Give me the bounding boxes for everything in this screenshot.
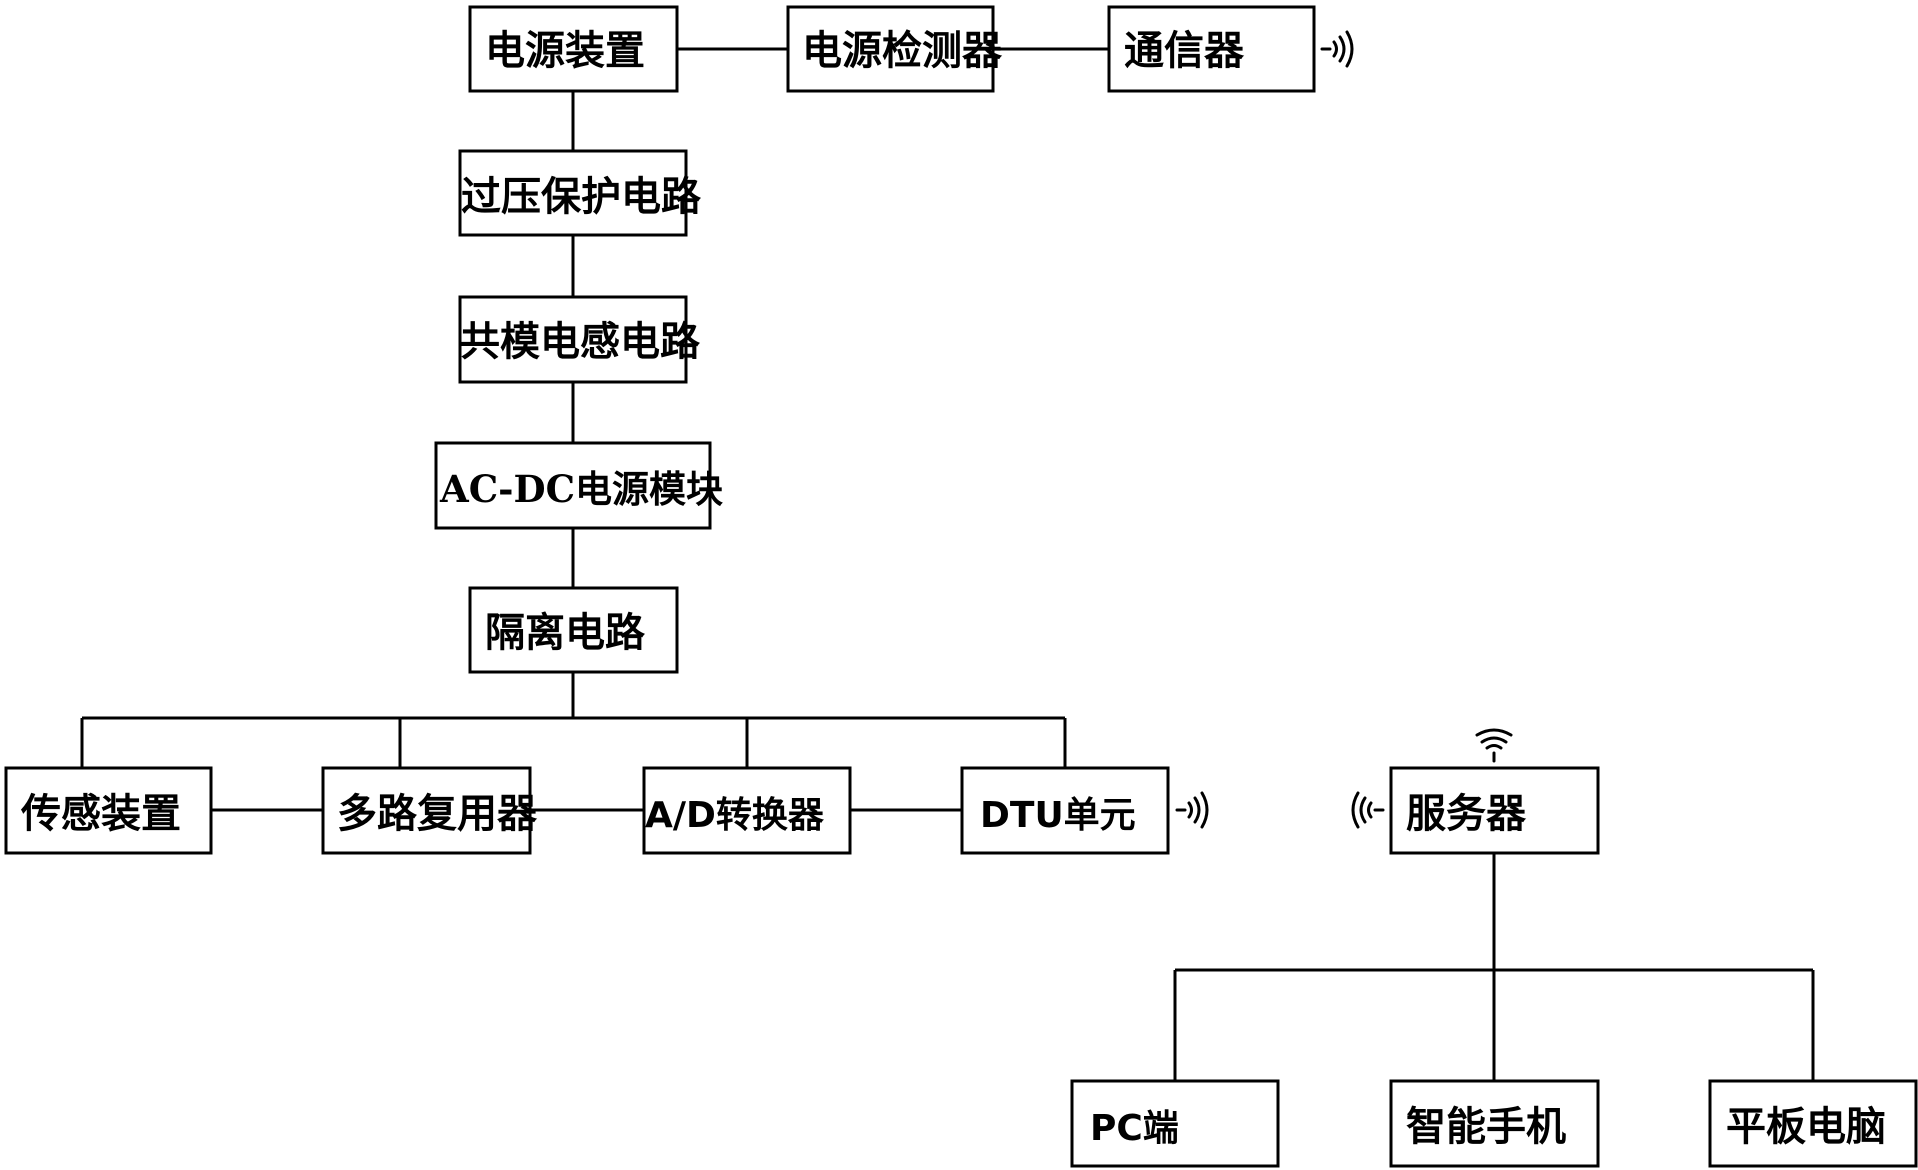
box-smartphone-frame bbox=[1389, 1079, 1600, 1168]
box-communicator: 通信器 bbox=[1107, 5, 1316, 93]
connectors bbox=[80, 47, 1815, 1081]
box-power-detector-label: 电源检测器 bbox=[802, 28, 1003, 74]
box-multiplexer-label: 多路复用器 bbox=[337, 791, 538, 837]
wireless-signal-communicator-icon bbox=[1320, 30, 1354, 68]
box-common-mode-circuit: 共模电感电路 bbox=[458, 295, 701, 384]
box-power-device-label: 电源装置 bbox=[485, 28, 645, 74]
box-ad-converter-frame bbox=[642, 766, 852, 855]
box-power-device: 电源装置 bbox=[468, 5, 679, 93]
box-common-mode-circuit-frame bbox=[458, 295, 688, 384]
box-multiplexer: 多路复用器 bbox=[321, 766, 538, 855]
box-dtu-unit: DTU单元 bbox=[960, 766, 1170, 855]
box-isolation-circuit-frame bbox=[468, 586, 679, 674]
box-pc: PC端 bbox=[1070, 1079, 1280, 1168]
wireless-signal-dtu-icon bbox=[1175, 791, 1209, 829]
box-server: 服务器 bbox=[1389, 766, 1600, 855]
box-multiplexer-frame bbox=[321, 766, 532, 855]
box-overvoltage-circuit: 过压保护电路 bbox=[458, 149, 702, 237]
box-sensor-device: 传感装置 bbox=[4, 766, 213, 855]
box-smartphone-label: 智能手机 bbox=[1406, 1104, 1566, 1150]
box-sensor-device-label: 传感装置 bbox=[20, 791, 181, 837]
box-overvoltage-circuit-label: 过压保护电路 bbox=[461, 174, 702, 220]
box-ad-converter-label: A/D转换器 bbox=[645, 795, 825, 836]
box-tablet-frame bbox=[1708, 1079, 1918, 1168]
box-sensor-device-frame bbox=[4, 766, 213, 855]
box-ad-converter: A/D转换器 bbox=[642, 766, 852, 855]
box-acdc-module-frame bbox=[434, 441, 712, 530]
box-acdc-module: AC-DC电源模块 bbox=[434, 441, 723, 530]
box-pc-label: PC端 bbox=[1090, 1108, 1179, 1149]
box-pc-frame bbox=[1070, 1079, 1280, 1168]
box-isolation-circuit-label: 隔离电路 bbox=[485, 610, 646, 656]
box-server-label: 服务器 bbox=[1406, 791, 1527, 837]
box-smartphone: 智能手机 bbox=[1389, 1079, 1600, 1168]
box-power-detector: 电源检测器 bbox=[786, 5, 1003, 93]
box-common-mode-circuit-label: 共模电感电路 bbox=[460, 319, 701, 365]
box-dtu-unit-label: DTU单元 bbox=[980, 795, 1136, 836]
box-tablet-label: 平板电脑 bbox=[1726, 1104, 1886, 1150]
box-acdc-module-label: AC-DC电源模块 bbox=[439, 467, 723, 511]
box-server-frame bbox=[1389, 766, 1600, 855]
wireless-signal-server-top-icon bbox=[1475, 728, 1513, 763]
box-tablet: 平板电脑 bbox=[1708, 1079, 1918, 1168]
wireless-signal-server-left-icon bbox=[1351, 791, 1385, 829]
box-power-detector-frame bbox=[786, 5, 995, 93]
box-overvoltage-circuit-frame bbox=[458, 149, 688, 237]
box-communicator-frame bbox=[1107, 5, 1316, 93]
box-dtu-unit-frame bbox=[960, 766, 1170, 855]
box-power-device-frame bbox=[468, 5, 679, 93]
box-communicator-label: 通信器 bbox=[1124, 28, 1245, 74]
box-isolation-circuit: 隔离电路 bbox=[468, 586, 679, 674]
